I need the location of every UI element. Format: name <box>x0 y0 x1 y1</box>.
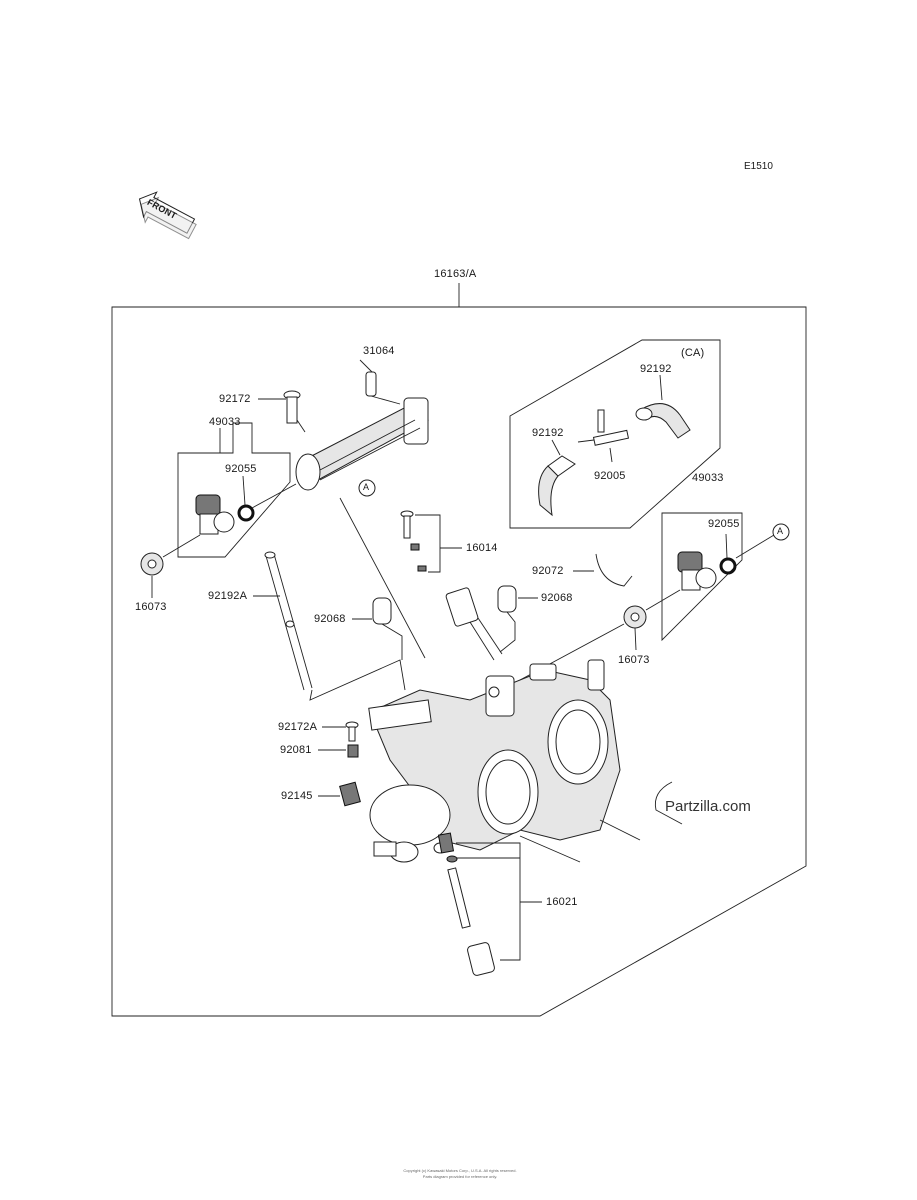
right-o-ring-part <box>719 557 737 575</box>
label-92055-left: 92055 <box>225 463 257 475</box>
label-92068-right: 92068 <box>541 592 573 604</box>
ca-hose-left-part <box>538 455 576 517</box>
label-92081: 92081 <box>280 744 312 756</box>
cap-92068-left-part <box>372 597 392 625</box>
label-92192a: 92192A <box>208 590 248 602</box>
ca-hose-right-part <box>635 403 691 439</box>
label-92072: 92072 <box>532 565 564 577</box>
callout-a-left <box>358 479 376 497</box>
label-16073-left: 16073 <box>135 601 167 613</box>
label-92005: 92005 <box>594 470 626 482</box>
label-92192: 92192 <box>532 427 564 439</box>
fuel-rail-part <box>295 371 429 491</box>
group-label-ca: (CA) <box>681 347 705 359</box>
ca-t-joint-part <box>577 409 630 446</box>
left-injector-box <box>177 422 291 558</box>
label-assembly: 16163/A <box>434 268 477 280</box>
spring-92081-part <box>347 744 359 758</box>
diagram-code: E1510 <box>744 161 773 172</box>
label-16021: 16021 <box>546 896 578 908</box>
cap-92068-right-part <box>497 585 517 613</box>
idle-screw-16021-part <box>437 832 495 976</box>
clamp-lower-part <box>654 781 683 825</box>
hose-92192a-part <box>264 551 313 691</box>
right-injector-box <box>661 512 743 642</box>
label-92172: 92172 <box>219 393 251 405</box>
screw-92172a-part <box>345 721 359 742</box>
label-31064: 31064 <box>363 345 395 357</box>
callout-a-right-text: A <box>777 526 784 536</box>
footer-line-1: Copyright (c) Kawasaki Motors Corp., U.S… <box>403 1168 517 1173</box>
throttle-body-part <box>368 659 641 863</box>
left-injector-part <box>195 494 235 535</box>
label-49033-left: 49033 <box>209 416 241 428</box>
label-92055-right: 92055 <box>708 518 740 530</box>
assembly-frame <box>111 306 807 1017</box>
label-92145: 92145 <box>281 790 313 802</box>
label-92068-left: 92068 <box>314 613 346 625</box>
label-92192-top: 92192 <box>640 363 672 375</box>
screw-16014-part <box>400 510 427 572</box>
spring-92145-part <box>339 781 361 807</box>
clamp-92072-part <box>595 553 633 587</box>
watermark-text: Partzilla.com <box>665 798 751 815</box>
throttle-sensor-connector-part <box>445 587 503 661</box>
label-92172a: 92172A <box>278 721 318 733</box>
label-49033-right: 49033 <box>692 472 724 484</box>
right-injector-part <box>677 551 717 591</box>
label-16073-right: 16073 <box>618 654 650 666</box>
callout-a-right <box>772 523 790 541</box>
front-arrow-icon <box>138 191 197 240</box>
footer-line-2: Parts diagram provided for reference onl… <box>422 1174 498 1179</box>
ca-group-box <box>509 339 721 529</box>
label-16014: 16014 <box>466 542 498 554</box>
callout-a-left-text: A <box>363 482 370 492</box>
left-o-ring-part <box>237 504 255 522</box>
bolt-92172-part <box>283 390 301 424</box>
